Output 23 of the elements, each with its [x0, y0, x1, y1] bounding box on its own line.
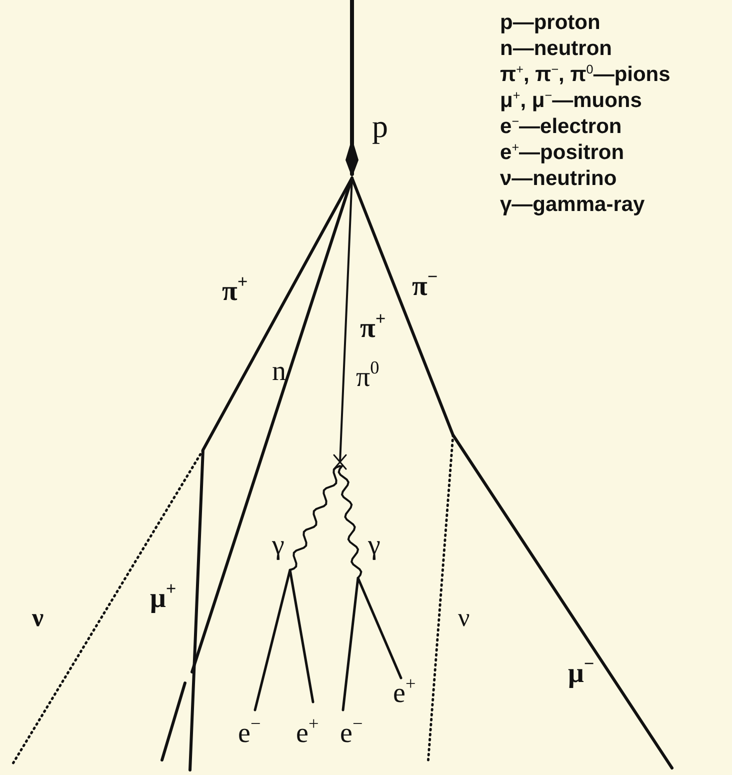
particle-label: ν	[458, 605, 470, 631]
particle-label: μ$^{−}$	[568, 660, 594, 688]
particle-label: e$^{−}$	[340, 720, 363, 748]
particle-label: e$^{−}$	[238, 720, 261, 748]
particle-label: e$^{+}$	[296, 720, 319, 748]
particle-label: γ	[368, 532, 380, 560]
key-entry: π$^{+}$, π$^{−}$, π$^{0}$—pions	[500, 64, 670, 85]
particle-label: ν	[32, 605, 44, 631]
key-entry: e$^{−}$—electron	[500, 116, 622, 137]
key-entry: γ—gamma-ray	[500, 194, 645, 215]
key-entry: n—neutron	[500, 38, 612, 59]
particle-label: n	[272, 358, 286, 386]
key-entry: ν—neutrino	[500, 168, 617, 189]
particle-label: μ$^{+}$	[150, 585, 176, 613]
particle-label: e$^{+}$	[393, 680, 416, 708]
particle-label: π$^{+}$	[222, 278, 248, 306]
particle-label: γ	[272, 532, 284, 560]
key-entry: p—proton	[500, 12, 600, 33]
particle-label: p	[372, 110, 388, 142]
particle-label: π$^{−}$	[412, 273, 438, 301]
key-entry: e$^{+}$—positron	[500, 142, 624, 163]
particle-label: π$^{+}$	[360, 315, 386, 343]
key-entry: μ$^{+}$, μ$^{−}$—muons	[500, 90, 642, 111]
